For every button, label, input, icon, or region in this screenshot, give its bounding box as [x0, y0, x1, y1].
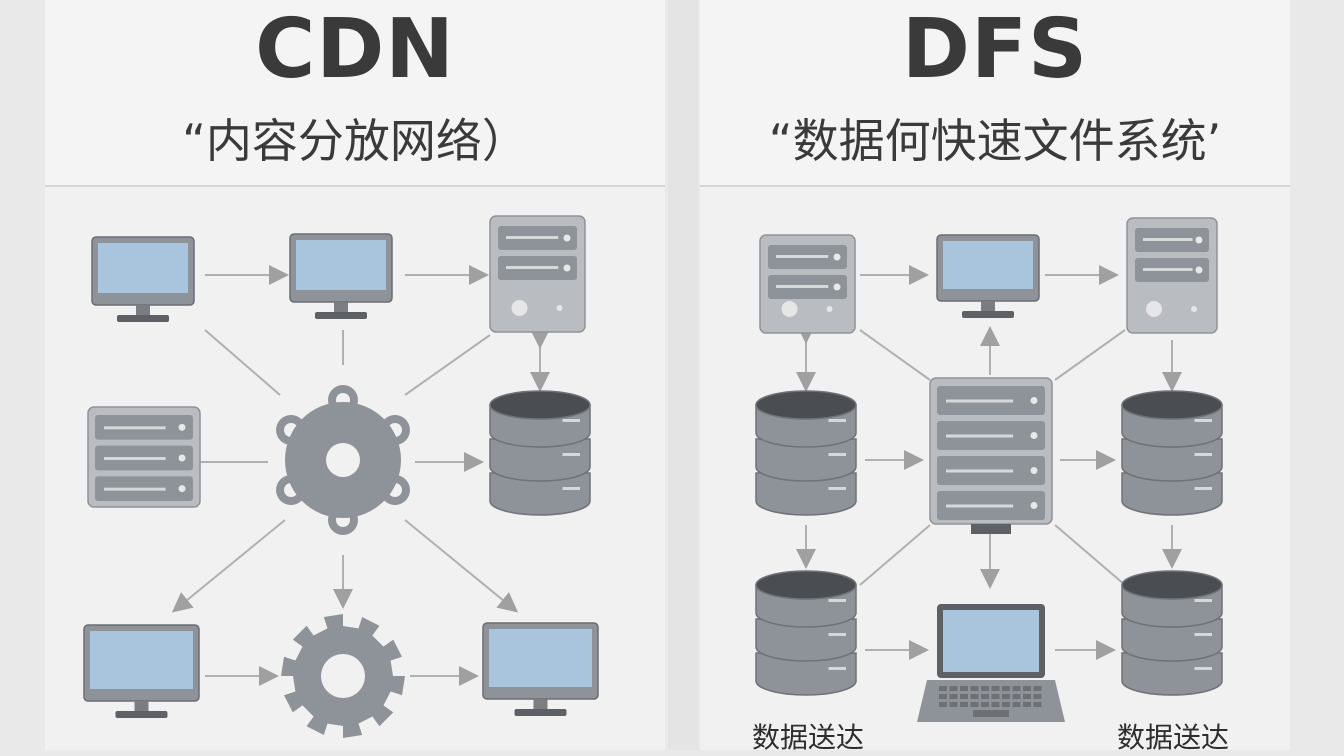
- dfs-caption-left: 数据送达: [752, 721, 865, 754]
- gear-icon: [281, 614, 405, 738]
- server-icon: [87, 406, 201, 508]
- database-icon: [1121, 390, 1223, 516]
- dfs-header: DFS “数据何快速文件系统’: [700, 0, 1290, 187]
- server-icon: [759, 234, 856, 334]
- panel-divider: [668, 0, 698, 750]
- database-icon: [1121, 570, 1223, 696]
- dfs-title: DFS: [901, 2, 1089, 97]
- cdn-subtitle: “内容分放网络）: [182, 114, 528, 168]
- dfs-connections: [796, 265, 1182, 660]
- cdn-title: CDN: [255, 2, 455, 97]
- hub-icon: [276, 385, 410, 535]
- server-icon: [489, 215, 586, 333]
- server-icon: [929, 377, 1053, 534]
- cdn-connections: [171, 265, 550, 686]
- server-icon: [1126, 217, 1218, 334]
- dfs-subtitle: “数据何快速文件系统’: [768, 114, 1222, 168]
- monitor-icon: [91, 236, 195, 322]
- laptop-icon: [917, 604, 1065, 722]
- monitor-icon: [936, 234, 1040, 318]
- cdn-header: CDN “内容分放网络）: [45, 0, 665, 187]
- database-icon: [755, 390, 857, 516]
- monitor-icon: [83, 624, 200, 718]
- database-icon: [489, 390, 591, 516]
- dfs-caption-right: 数据送达: [1117, 721, 1230, 754]
- monitor-icon: [289, 233, 393, 319]
- database-icon: [755, 570, 857, 696]
- monitor-icon: [482, 622, 599, 716]
